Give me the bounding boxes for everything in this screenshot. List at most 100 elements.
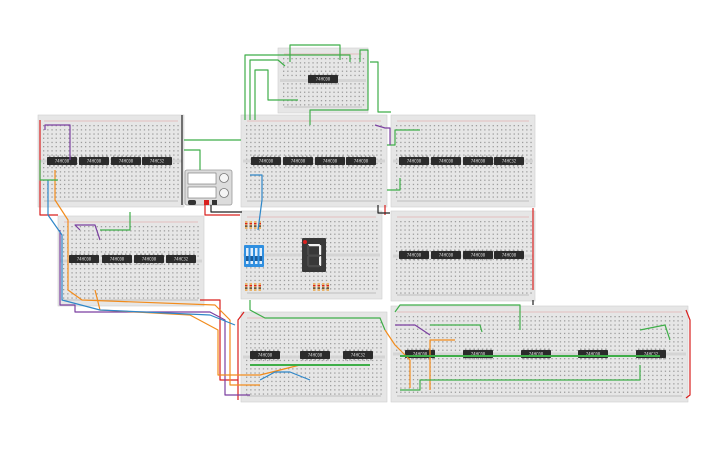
chip-label: 74HC08 <box>291 158 306 163</box>
wire[interactable] <box>184 149 201 170</box>
wire[interactable] <box>47 180 236 326</box>
wire[interactable] <box>429 339 455 390</box>
wire[interactable] <box>259 371 311 381</box>
chip-label: 74HC08 <box>471 158 486 163</box>
wire[interactable] <box>384 329 411 388</box>
chip-label: 74HC32 <box>150 158 165 163</box>
chip-label: 74HC32 <box>351 352 366 357</box>
chip-label: 74HC08 <box>529 351 544 356</box>
wire[interactable] <box>210 205 242 213</box>
segment-c <box>319 256 322 266</box>
wire[interactable] <box>395 324 431 336</box>
chip-label: 74HC08 <box>77 256 92 261</box>
segment-f <box>307 245 310 255</box>
wire[interactable] <box>249 59 286 120</box>
ic-chip[interactable]: 74HC08 <box>463 249 493 261</box>
chip-label: 74HC08 <box>586 351 601 356</box>
ic-chip[interactable]: 74HC08 <box>431 249 461 261</box>
ic-chip[interactable]: 74HC08 <box>463 155 493 167</box>
wire[interactable] <box>289 44 341 62</box>
ic-chip[interactable]: 74HC08 <box>463 348 493 360</box>
segment-b <box>319 245 322 255</box>
wire[interactable] <box>100 212 131 231</box>
breadboards <box>37 47 689 403</box>
chip-label: 74HC08 <box>259 158 274 163</box>
chip-label: 74HC08 <box>407 158 422 163</box>
ic-chip[interactable]: 74HC08 <box>47 155 77 167</box>
ic-chip[interactable]: 74HC32 <box>636 348 666 360</box>
ic-chip[interactable]: 74HC08 <box>283 155 313 167</box>
power-supply-icon[interactable] <box>184 169 233 206</box>
ic-chip[interactable]: 74HC08 <box>399 155 429 167</box>
wire[interactable] <box>400 365 641 391</box>
chip-label: 74HC08 <box>110 256 125 261</box>
wire[interactable] <box>430 324 483 333</box>
ic-chip[interactable]: 74HC08 <box>315 155 345 167</box>
wire[interactable] <box>639 324 671 341</box>
wire[interactable] <box>54 170 260 386</box>
chip-label: 74HC32 <box>644 351 659 356</box>
wire[interactable] <box>200 299 238 381</box>
ic-chip[interactable]: 74HC08 <box>250 349 280 361</box>
wire[interactable] <box>44 124 71 160</box>
wire[interactable] <box>244 54 351 120</box>
resistor-icon <box>313 283 329 291</box>
wire[interactable] <box>685 309 691 399</box>
ic-chip[interactable]: 74HC08 <box>134 253 164 265</box>
ic-chip[interactable]: 74HC08 <box>308 73 338 85</box>
wire[interactable] <box>237 311 245 400</box>
ic-chip[interactable]: 74HC08 <box>69 253 99 265</box>
wire[interactable] <box>374 124 391 145</box>
chip-label: 74HC08 <box>316 76 331 81</box>
wire[interactable] <box>74 224 101 241</box>
wire[interactable] <box>377 205 390 214</box>
ic-chip[interactable]: 74HC08 <box>578 348 608 360</box>
wire[interactable] <box>39 120 58 216</box>
wire[interactable] <box>249 300 386 331</box>
ic-chip[interactable]: 74HC08 <box>494 249 524 261</box>
segment-a <box>308 244 320 247</box>
ic-chip[interactable]: 74HC32 <box>142 155 172 167</box>
ic-chip[interactable]: 74HC08 <box>111 155 141 167</box>
chip-label: 74HC08 <box>354 158 369 163</box>
chip-label: 74HC08 <box>55 158 70 163</box>
segment-g <box>308 254 320 257</box>
ic-chip[interactable]: 74HC08 <box>431 155 461 167</box>
chip-label: 74HC08 <box>87 158 102 163</box>
chip-label: 74HC08 <box>142 256 157 261</box>
wire[interactable] <box>309 49 369 125</box>
ic-chip[interactable]: 74HC08 <box>102 253 132 265</box>
ic-chip[interactable]: 74HC32 <box>166 253 196 265</box>
chip-label: 74HC08 <box>258 352 273 357</box>
dip-switch-icon[interactable] <box>244 245 264 267</box>
wire[interactable] <box>387 129 420 146</box>
chip-label: 74HC08 <box>502 252 517 257</box>
wires <box>39 44 691 400</box>
ic-chip[interactable]: 74HC08 <box>300 349 330 361</box>
ic-chip[interactable]: 74HC08 <box>79 155 109 167</box>
ic-chip[interactable]: 74HC08 <box>251 155 281 167</box>
wire[interactable] <box>204 205 240 216</box>
segment-e <box>307 256 310 266</box>
wire[interactable] <box>387 178 401 191</box>
ic-chip[interactable]: 74HC08 <box>399 249 429 261</box>
wire[interactable] <box>254 69 298 120</box>
chip-label: 74HC08 <box>308 352 323 357</box>
wire[interactable] <box>370 61 391 113</box>
ic-chip[interactable]: 74HC32 <box>343 349 373 361</box>
wire[interactable] <box>39 160 58 181</box>
ic-chip[interactable]: 74HC08 <box>346 155 376 167</box>
chip-label: 74HC08 <box>471 351 486 356</box>
chip-label: 74HC08 <box>439 252 454 257</box>
wire[interactable] <box>250 174 263 231</box>
segment-d <box>308 265 320 268</box>
chip-label: 74HC08 <box>407 252 422 257</box>
ic-chip[interactable]: 74HC08 <box>521 348 551 360</box>
ic-chip[interactable]: 74HC32 <box>494 155 524 167</box>
chip-label: 74HC32 <box>502 158 517 163</box>
chip-label: 74HC32 <box>174 256 189 261</box>
chip-label: 74HC08 <box>471 252 486 257</box>
chip-label: 74HC08 <box>323 158 338 163</box>
wire[interactable] <box>394 304 521 330</box>
